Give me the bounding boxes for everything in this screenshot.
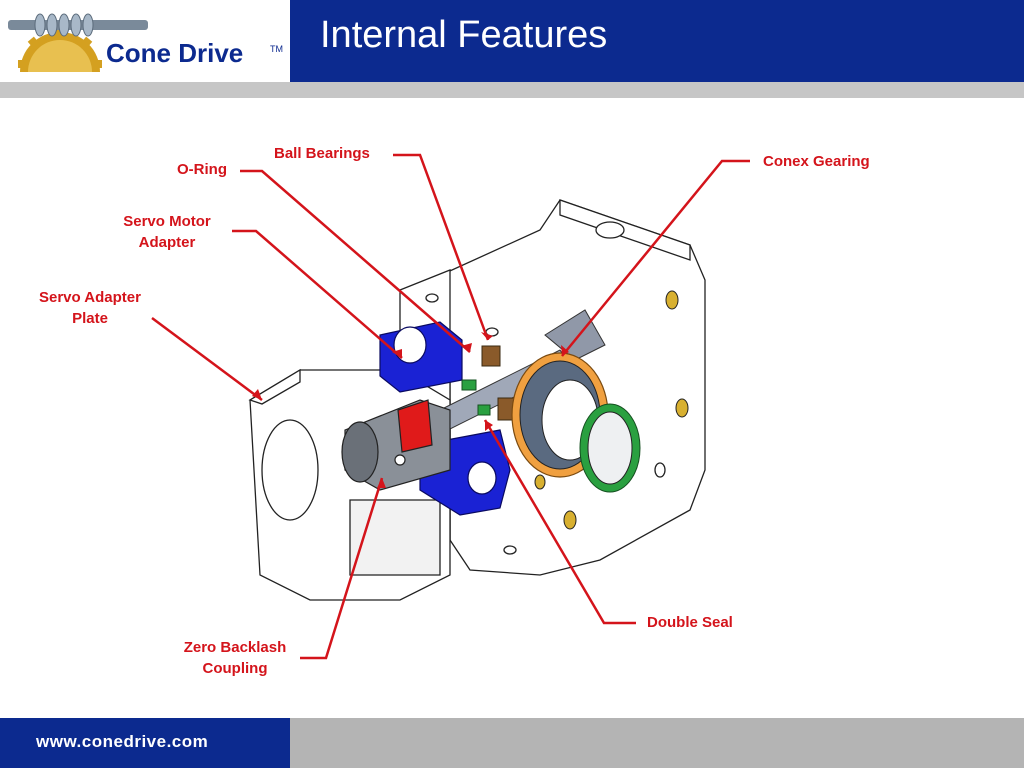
- callout-conex-gearing-label: Conex Gearing: [763, 153, 870, 170]
- logo-text: Cone Drive: [106, 38, 244, 68]
- callout-o-ring: O-Ring: [177, 159, 227, 180]
- logo-area: Cone Drive TM: [0, 0, 290, 82]
- callout-double-seal-label: Double Seal: [647, 614, 733, 631]
- coupling-shape: [341, 399, 451, 491]
- callout-zero-backlash-coupling-line1: Zero Backlash: [183, 639, 287, 656]
- callout-servo-motor-adapter: Servo Motor Adapter: [116, 211, 218, 253]
- footer-website-url: www.conedrive.com: [36, 732, 209, 751]
- callout-o-ring-label: O-Ring: [177, 161, 227, 178]
- callout-zero-backlash-coupling-line2: Coupling: [202, 660, 268, 677]
- leader-servo-motor-adapter: [232, 229, 403, 359]
- callout-zero-backlash-coupling: Zero Backlash Coupling: [174, 637, 296, 679]
- callout-ball-bearings: Ball Bearings: [274, 143, 370, 164]
- callout-servo-adapter-plate-line2: Plate: [72, 310, 108, 327]
- conex-gear-ring-shape: [511, 352, 641, 493]
- page-title: Internal Features: [320, 14, 608, 56]
- callout-servo-motor-adapter-line2: Adapter: [138, 234, 196, 251]
- callout-ball-bearings-label: Ball Bearings: [274, 145, 370, 162]
- callout-servo-adapter-plate: Servo Adapter Plate: [30, 287, 150, 329]
- callout-leader-lines: [151, 153, 750, 660]
- header-divider: [0, 82, 1024, 98]
- cone-drive-logo-icon: [0, 13, 148, 82]
- leader-zero-backlash-coupling: [300, 477, 384, 660]
- title-bar: Internal Features: [290, 0, 1024, 82]
- seal-green-shapes: [461, 379, 491, 416]
- callout-conex-gearing: Conex Gearing: [763, 151, 870, 172]
- leader-servo-adapter-plate: [151, 316, 263, 402]
- logo-trademark: TM: [270, 44, 283, 54]
- leader-o-ring: [240, 169, 471, 353]
- gearbox-cutaway-diagram: [151, 153, 750, 660]
- housing-bolt-icons: [534, 290, 689, 530]
- footer-brand-bar: www.conedrive.com: [0, 718, 290, 768]
- footer-gray-bar: [290, 718, 1024, 768]
- leader-ball-bearings: [393, 153, 490, 341]
- leader-conex-gearing: [561, 159, 750, 357]
- leader-double-seal: [483, 419, 636, 625]
- callout-arrowheads: [252, 332, 569, 488]
- callout-servo-adapter-plate-line1: Servo Adapter: [39, 289, 141, 306]
- callout-servo-motor-adapter-line1: Servo Motor: [123, 213, 211, 230]
- callout-double-seal: Double Seal: [647, 612, 733, 633]
